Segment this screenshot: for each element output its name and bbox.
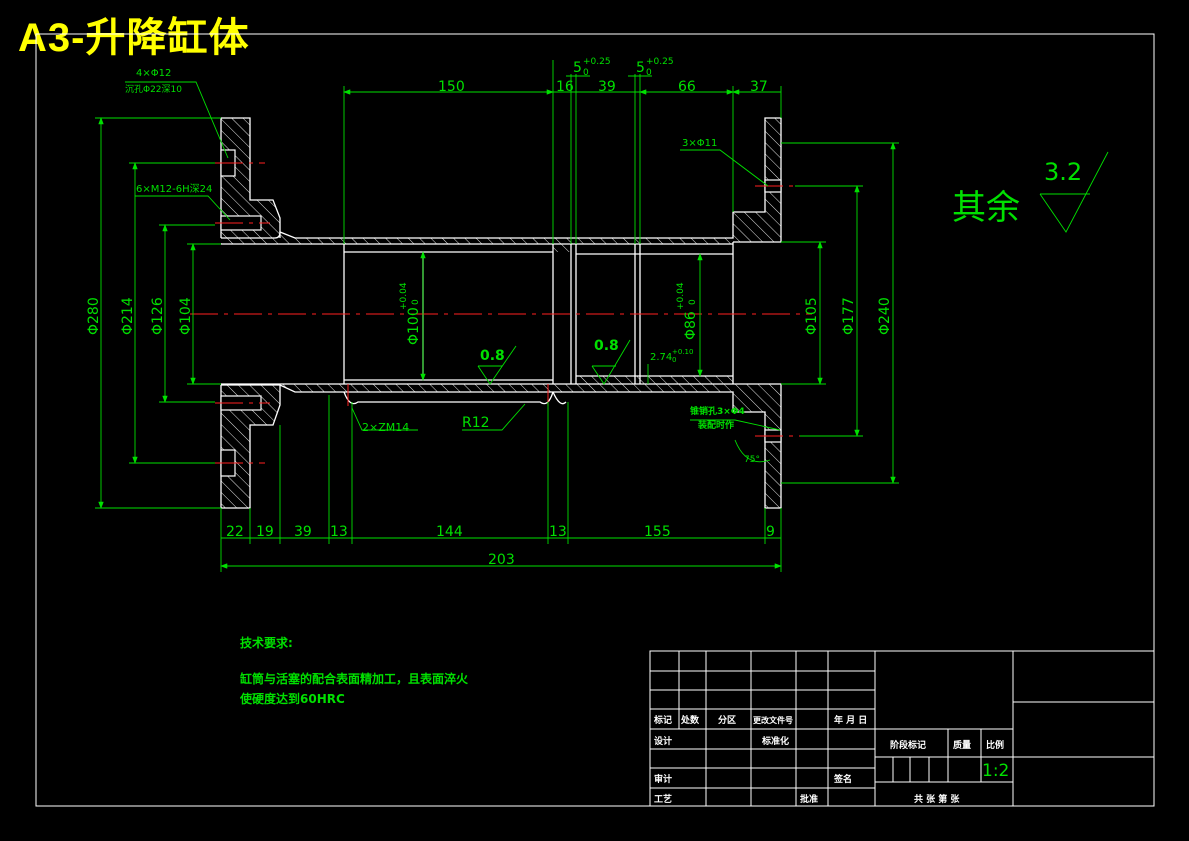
groove1-size: 5 (573, 60, 582, 76)
tb-review: 审计 (654, 773, 672, 785)
tb-scale: 1:2 (982, 761, 1009, 781)
dim-d100-tol: +0.04 (399, 282, 409, 310)
tb-approve: 批准 (800, 793, 818, 805)
tech-req-line2: 使硬度达到60HRC (240, 692, 345, 706)
tb-zone: 分区 (718, 714, 736, 726)
dim-d214: Φ214 (120, 297, 136, 335)
label-angle: 75° (744, 455, 760, 465)
tb-sheets: 共 张 第 张 (914, 793, 960, 805)
dim-d86-tol0: 0 (688, 299, 698, 305)
tech-req-heading: 技术要求: (240, 636, 293, 650)
dim-150: 150 (438, 79, 465, 95)
tech-req-line1: 缸筒与活塞的配合表面精加工，且表面淬火 (240, 672, 469, 686)
label-hole3: 3×Φ11 (682, 138, 717, 149)
roughness-rest-label: 其余 (952, 188, 1020, 228)
dim-d126: Φ126 (150, 297, 166, 335)
title-block-texts: 标记 处数 分区 更改文件号 年 月 日 设计 标准化 审计 签名 工艺 批准 … (653, 714, 1004, 805)
drawing-title: A3-升降缸体 (18, 16, 250, 60)
dim-d177: Φ177 (841, 297, 857, 335)
dim-144: 144 (436, 524, 463, 540)
tb-stage: 阶段标记 (890, 739, 926, 751)
dim-37: 37 (750, 79, 768, 95)
tb-doc: 更改文件号 (753, 715, 793, 725)
drawing-frame (35, 33, 1155, 807)
dim-66: 66 (678, 79, 696, 95)
label-thread6: 6×M12-6H深24 (136, 183, 212, 195)
dim-22: 22 (226, 524, 244, 540)
groove2-tol: +0.25 (646, 57, 674, 67)
label-pin-sub: 装配时作 (697, 419, 734, 431)
tb-design: 设计 (654, 735, 672, 747)
dim-d240: Φ240 (877, 297, 893, 335)
dim-19: 19 (256, 524, 274, 540)
dim-2-74-tol: +0.10 (672, 348, 693, 356)
label-hole4-sub: 沉孔Φ22深10 (125, 84, 182, 95)
roughness-0-8-a: 0.8 (480, 348, 505, 364)
tb-count: 处数 (680, 714, 700, 726)
dim-d86-tol: +0.04 (676, 282, 686, 310)
dim-2-74-tol0: 0 (672, 356, 676, 364)
roughness-3-2: 3.2 (1044, 158, 1082, 186)
dimension-texts: 150 16 39 66 37 5 +0.25 0 5 +0.25 0 22 1… (86, 57, 1082, 568)
title-block (649, 650, 1155, 807)
groove2-size: 5 (636, 60, 645, 76)
dim-13-b: 13 (549, 524, 567, 540)
dim-9: 9 (766, 524, 775, 540)
tb-craft: 工艺 (654, 793, 672, 805)
dim-39-top: 39 (598, 79, 616, 95)
label-hole4: 4×Φ12 (136, 68, 171, 79)
tb-mass: 质量 (953, 739, 971, 751)
tb-standard: 标准化 (761, 735, 789, 747)
section-hatching (221, 118, 781, 508)
dim-16: 16 (556, 79, 574, 95)
dim-39-bottom: 39 (294, 524, 312, 540)
roughness-0-8-b: 0.8 (594, 338, 619, 354)
groove1-tol0: 0 (583, 68, 589, 78)
dim-13-a: 13 (330, 524, 348, 540)
dim-d280: Φ280 (86, 297, 102, 335)
tb-ratio: 比例 (986, 739, 1004, 751)
label-zm: 2×ZM14 (362, 421, 409, 434)
tb-mark: 标记 (653, 714, 672, 726)
dim-203: 203 (488, 552, 515, 568)
dim-d105: Φ105 (804, 297, 820, 335)
dim-d100-tol0: 0 (411, 299, 421, 305)
dimension-lines (95, 60, 1109, 572)
dim-d86: Φ86 (683, 311, 699, 340)
groove2-tol0: 0 (646, 68, 652, 78)
groove1-tol: +0.25 (583, 57, 611, 67)
tb-sign: 签名 (833, 773, 852, 785)
dim-155: 155 (644, 524, 671, 540)
dim-d104: Φ104 (178, 297, 194, 335)
tb-date: 年 月 日 (834, 714, 867, 726)
label-r12: R12 (462, 415, 490, 431)
dim-2-74: 2.74 (650, 352, 672, 363)
centerlines (190, 162, 812, 464)
label-pin: 锥销孔3×Φ4 (690, 405, 745, 417)
dim-d100: Φ100 (406, 307, 422, 345)
